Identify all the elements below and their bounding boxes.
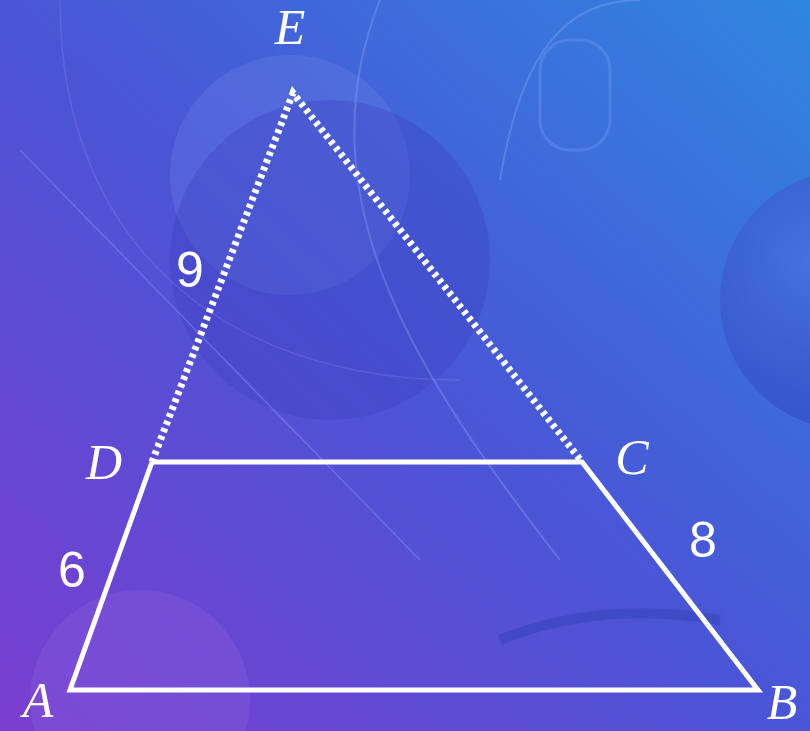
point-label: E (275, 2, 306, 52)
point-label: A (23, 675, 54, 725)
extension-lines (152, 93, 582, 462)
length-label: 8 (689, 515, 717, 565)
length-label: 6 (58, 545, 86, 595)
trapezoid-sides (70, 462, 758, 690)
length-label: 9 (176, 245, 204, 295)
point-label: C (615, 432, 648, 482)
point-label: B (767, 677, 798, 727)
point-label: D (86, 437, 122, 487)
